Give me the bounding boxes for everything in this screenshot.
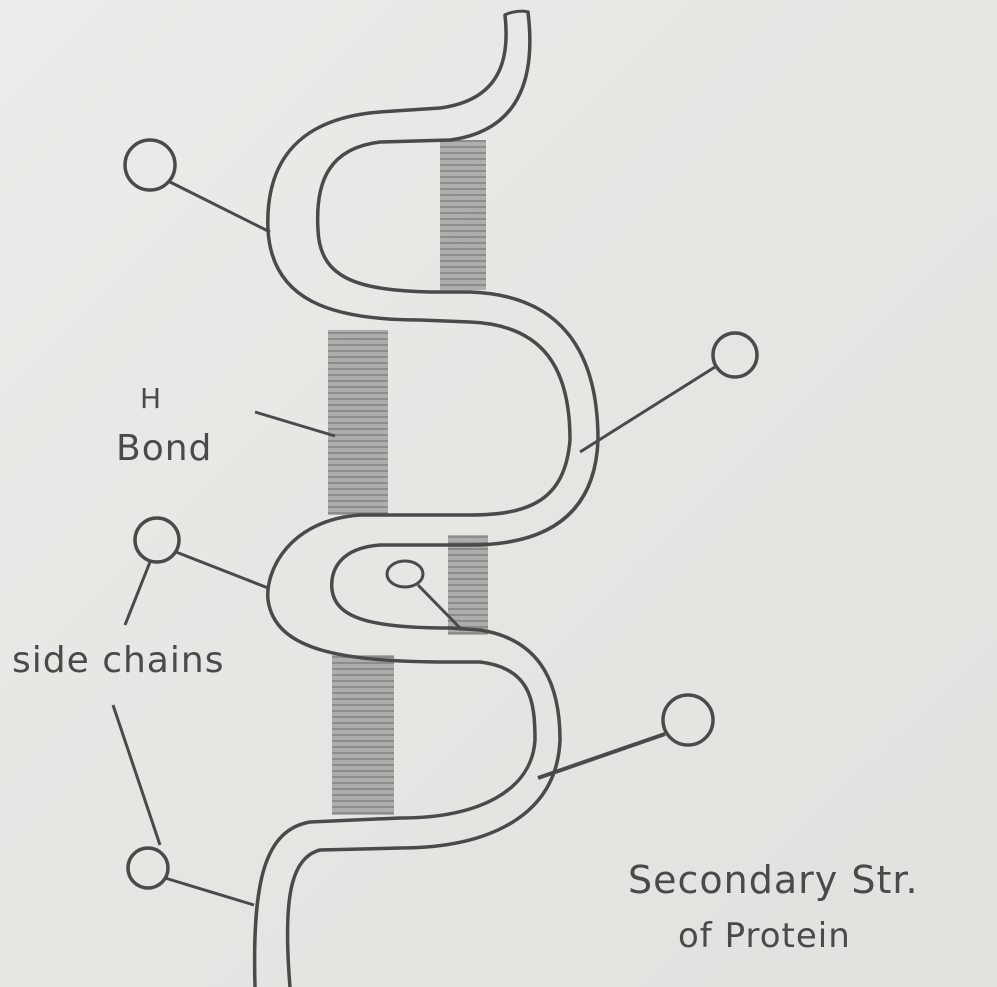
side-chain-right-upper	[580, 333, 757, 452]
h-bond-shading-middle	[328, 330, 388, 515]
h-bond-pointer	[255, 412, 335, 436]
side-chain-right-lower	[538, 695, 713, 778]
diagram-title-line2: of Protein	[678, 916, 851, 956]
side-chain-bottom-left	[128, 848, 254, 905]
side-chains-pointer-down	[113, 705, 160, 845]
h-bond-label-h: H	[140, 382, 162, 415]
diagram-title-line1: Secondary Str.	[628, 858, 919, 902]
side-chain-top-left	[125, 140, 270, 232]
h-bond-shading-top	[440, 140, 486, 290]
h-bond-label-bond: Bond	[116, 428, 212, 469]
side-chains-pointer-up	[125, 562, 150, 625]
side-chain-left-middle	[135, 518, 268, 588]
side-chains-label: side chains	[12, 640, 224, 681]
backbone-tip-top	[505, 11, 528, 15]
backbone-edge-left	[255, 15, 570, 987]
h-bond-shading-bottom	[332, 655, 394, 815]
